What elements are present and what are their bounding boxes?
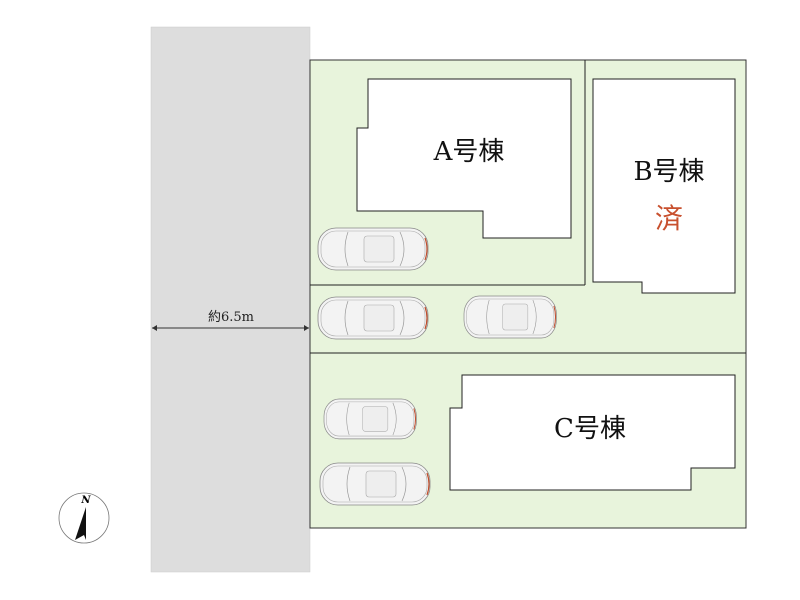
building-c-label: C号棟: [554, 414, 626, 444]
road-width-label: 約6.5m: [208, 310, 254, 325]
building-a[interactable]: A号棟: [356, 78, 572, 239]
parking-car-c1: [323, 398, 417, 440]
compass-north-label: N: [80, 495, 91, 506]
road-width-dimension: 約6.5m: [152, 310, 309, 331]
parking-car-a: [317, 227, 429, 271]
parking-car-b2: [463, 295, 558, 339]
parking-car-c2: [319, 462, 431, 506]
building-c[interactable]: C号棟: [449, 374, 736, 491]
building-b[interactable]: B号棟 済: [592, 78, 736, 294]
sold-stamp: 済: [655, 202, 683, 235]
road: [150, 26, 311, 573]
north-compass: N: [58, 492, 110, 544]
building-a-label: A号棟: [433, 137, 505, 167]
parking-car-b1: [317, 296, 429, 340]
building-b-label: B号棟: [633, 157, 704, 187]
